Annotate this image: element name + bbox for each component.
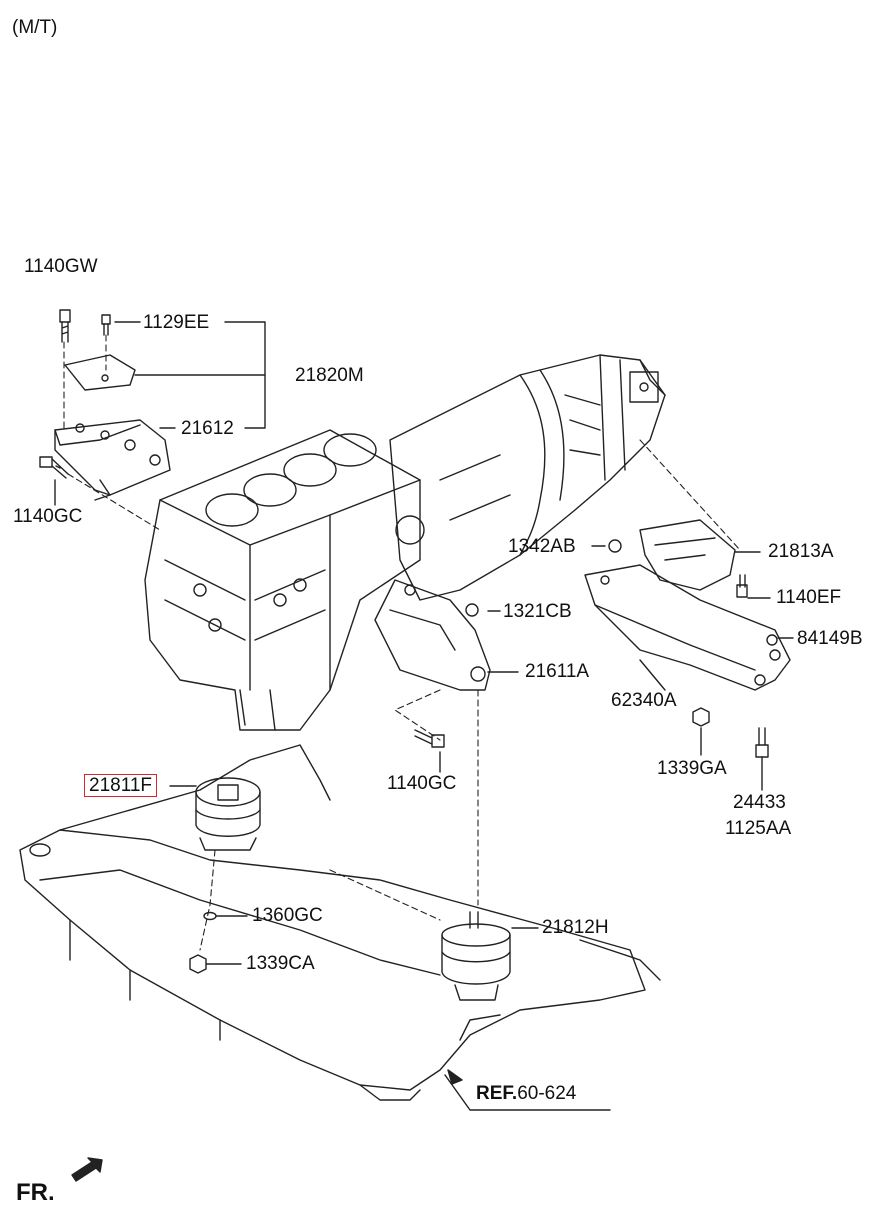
callout-1339GA[interactable]: 1339GA [657,758,727,779]
callout-1321CB[interactable]: 1321CB [503,601,572,622]
bolt-1140GC-upper [39,456,69,479]
callout-21812H[interactable]: 21812H [542,917,609,938]
callout-1140EF[interactable]: 1140EF [776,587,842,608]
mount-bracket-21813A [608,519,736,591]
engine-mount-21811F [195,777,261,851]
washer-1360GC [203,911,217,921]
bolt-1140GW [59,309,71,343]
mount-bracket-21611A [374,579,491,691]
reference-number: 60-624 [517,1083,577,1104]
callout-1140GW[interactable]: 1140GW [24,256,98,277]
callout-1339CA[interactable]: 1339CA [246,953,315,974]
subframe-crossmember [19,744,661,1101]
callout-21820M[interactable]: 21820M [295,365,364,386]
callout-62340A[interactable]: 62340A [611,690,677,711]
callout-24433[interactable]: 24433 [733,792,786,813]
callout-84149B[interactable]: 84149B [797,628,863,649]
callout-21813A[interactable]: 21813A [768,541,834,562]
front-indicator-label: FR. [16,1179,55,1206]
support-member-62340A [584,564,791,691]
callout-21611A[interactable]: 21611A [525,661,590,682]
mount-bracket-left [54,354,171,501]
reference-link[interactable]: REF.60-624 [476,1083,576,1105]
leader-lines [54,321,794,1111]
callout-1125AA[interactable]: 1125AA [725,818,792,839]
callout-21612[interactable]: 21612 [181,418,234,439]
bolt-1140GC-lower [414,729,445,748]
front-arrow-icon [71,1157,103,1182]
callout-1342AB[interactable]: 1342AB [508,536,576,557]
transmission-housing [389,354,666,601]
engine-block [144,429,425,731]
callout-1360GC[interactable]: 1360GC [252,905,323,926]
callout-1129EE[interactable]: 1129EE [143,312,210,333]
variant-label: (M/T) [12,17,58,38]
bolt-1140EF [736,574,748,598]
dashed-guides [63,334,741,951]
nut-1339CA [189,954,207,974]
bolt-24433 [755,727,769,758]
callout-1140GC-lower[interactable]: 1140GC [387,773,457,794]
bolt-1129EE [101,314,111,336]
nut-1339GA [692,707,710,727]
callout-1140GC-upper[interactable]: 1140GC [13,506,83,527]
transmission-mount-21812H [441,911,511,1001]
reference-prefix: REF. [476,1083,518,1104]
ref-arrow [447,1069,463,1085]
callout-21811F-highlighted[interactable]: 21811F [84,774,158,797]
